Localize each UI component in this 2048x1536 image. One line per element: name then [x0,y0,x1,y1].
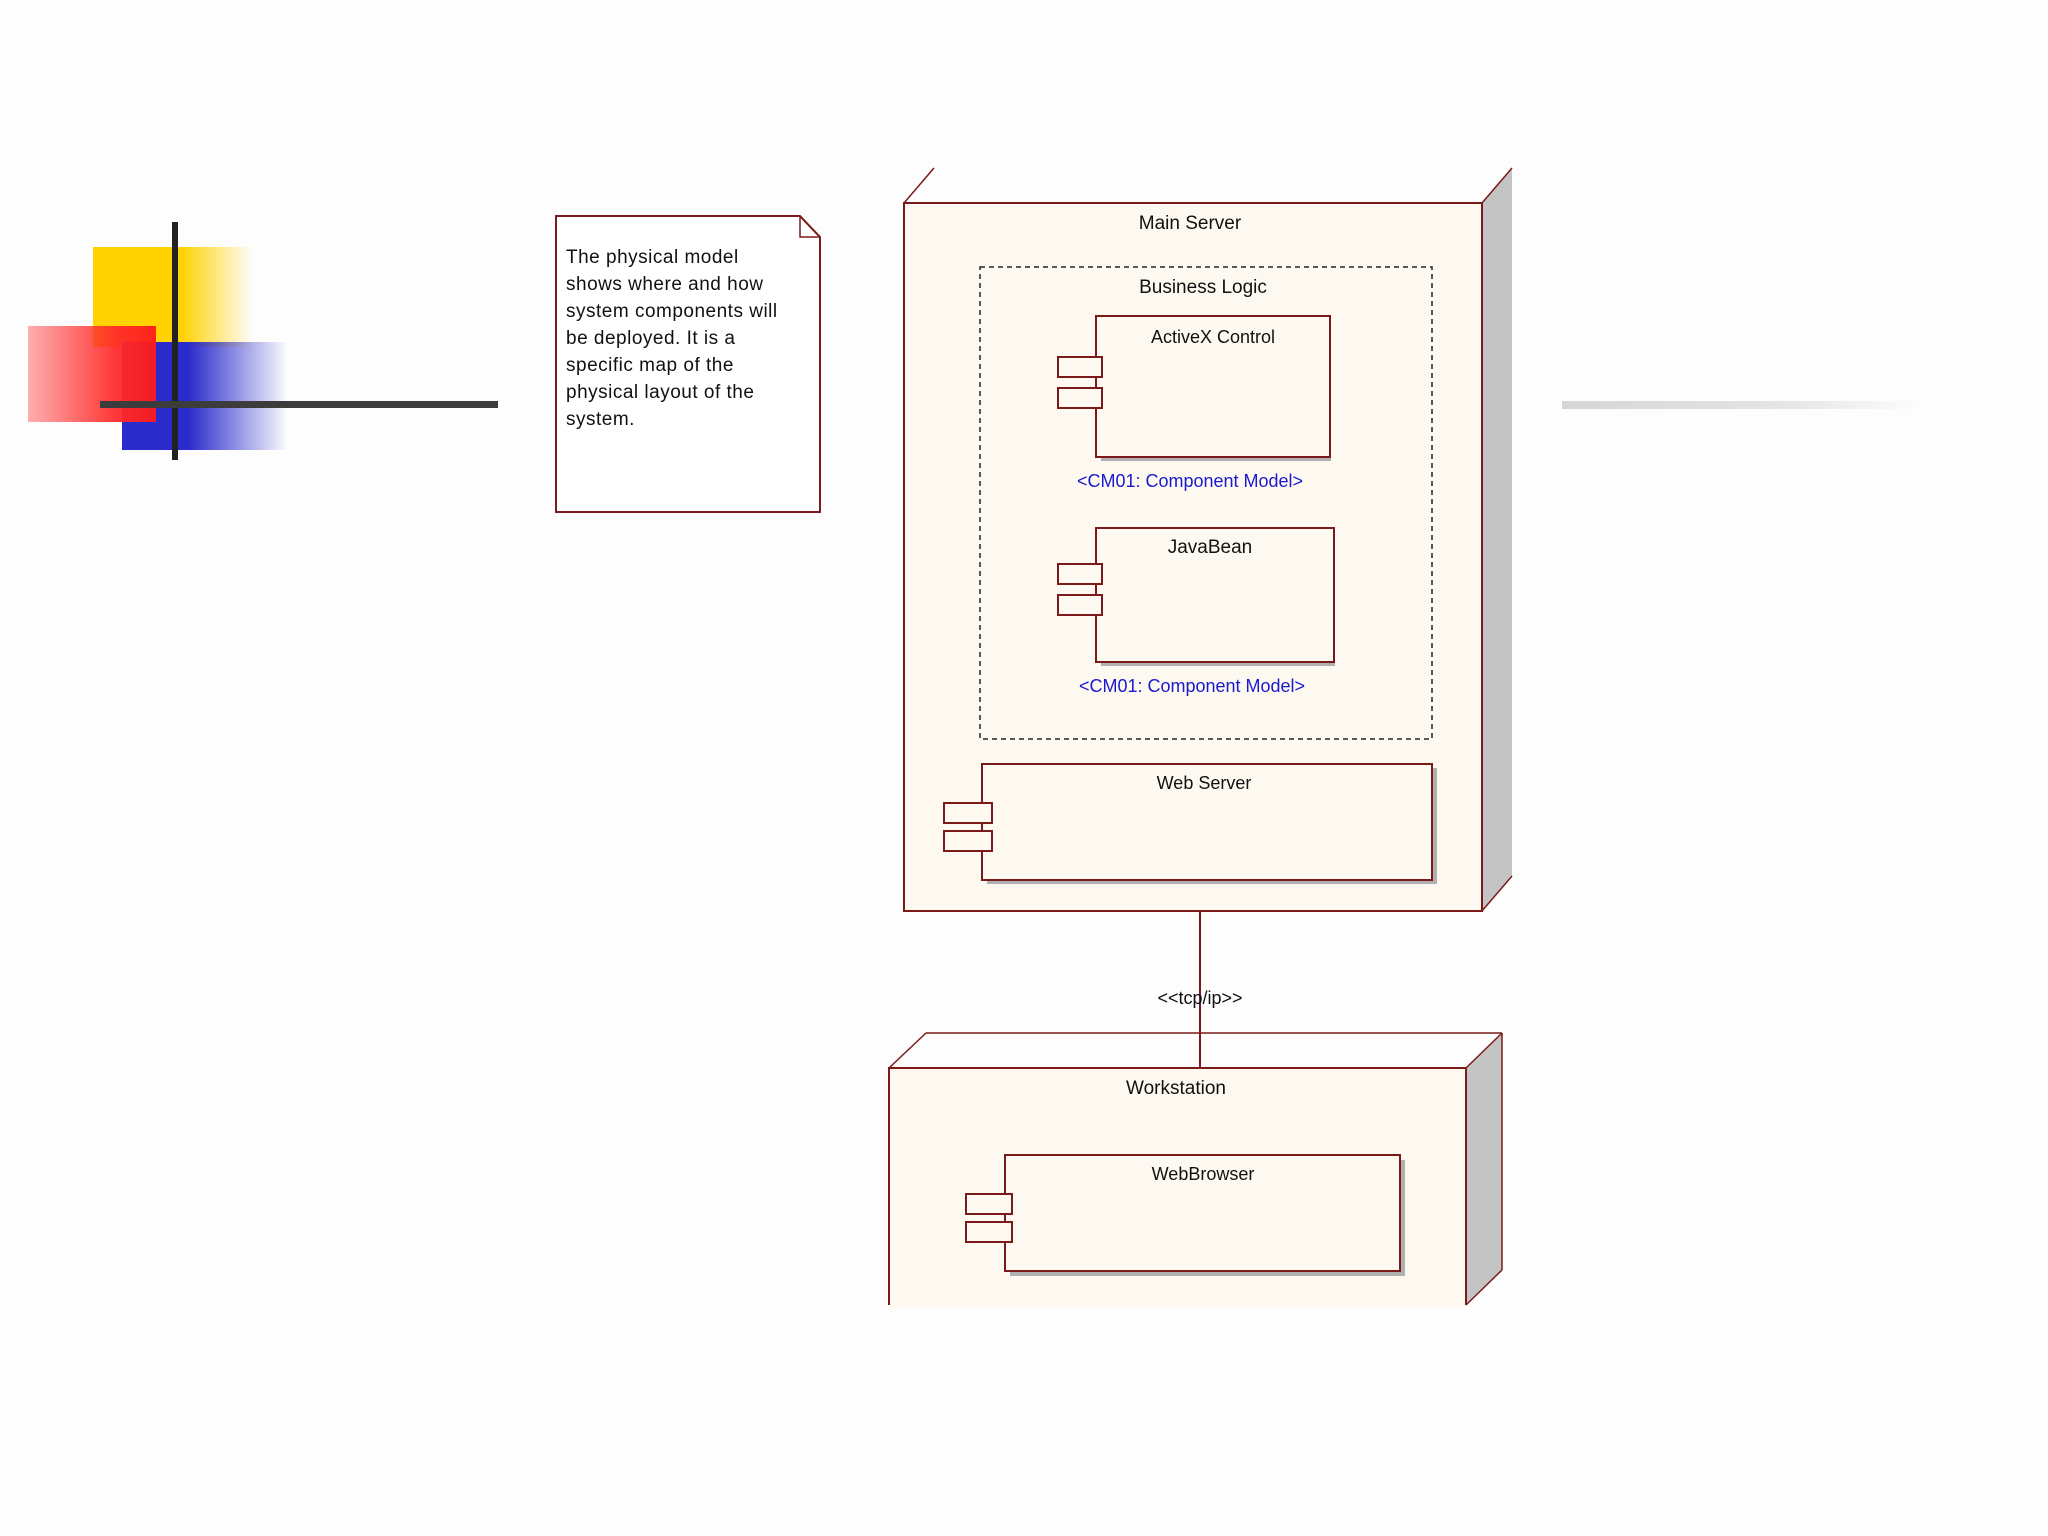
workstation-label: Workstation [1126,1078,1226,1099]
connection-label: <<tcp/ip>> [1157,988,1242,1008]
business-logic-label: Business Logic [1139,277,1267,298]
activex-component[interactable]: ActiveX Control [1058,316,1331,461]
web-browser-label: WebBrowser [1152,1164,1255,1184]
javabean-stereotype: <CM01: Component Model> [1079,676,1305,696]
web-server-label: Web Server [1157,773,1252,793]
main-server-label: Main Server [1139,213,1242,234]
javabean-label: JavaBean [1168,537,1253,558]
web-browser-component[interactable]: WebBrowser [966,1155,1405,1276]
javabean-component[interactable]: JavaBean [1058,528,1335,666]
activex-stereotype: <CM01: Component Model> [1077,471,1303,491]
activex-label: ActiveX Control [1151,327,1275,347]
web-server-component[interactable]: Web Server [944,764,1437,884]
